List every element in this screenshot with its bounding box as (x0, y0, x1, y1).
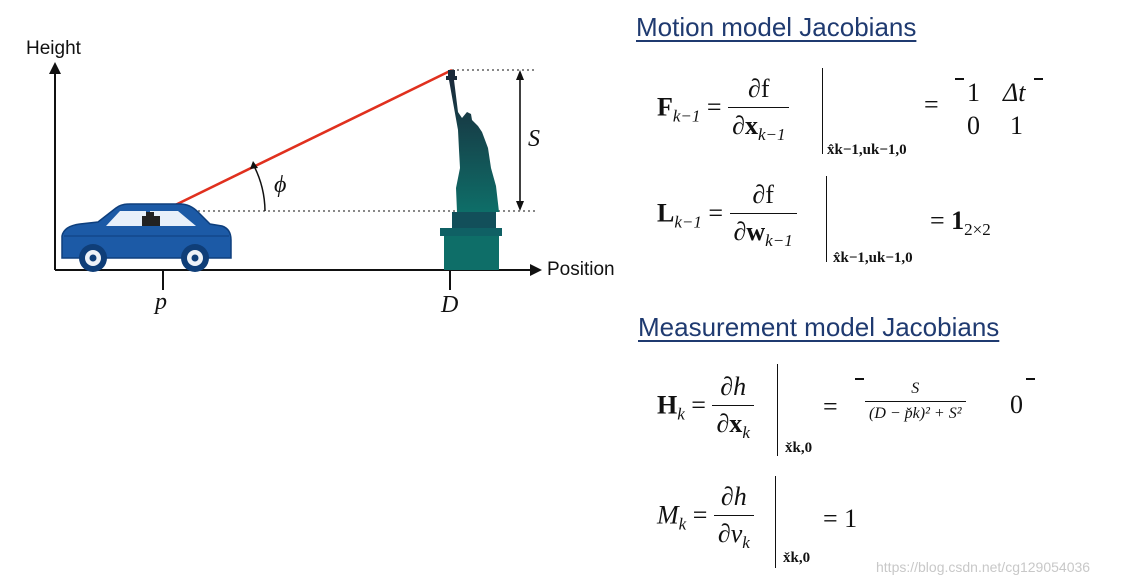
f-numerator: ∂f (748, 74, 770, 103)
h-entry-numerator: S (911, 380, 920, 397)
m-numerator: ∂h (720, 482, 747, 511)
f-lhs-subscript: k−1 (672, 106, 701, 126)
m-denominator: ∂v (717, 519, 743, 548)
h-entry-fraction: S (D − p̌k)² + S² (865, 380, 966, 423)
y-axis-label: Height (26, 38, 81, 59)
h-lhs: H (657, 390, 678, 420)
l-denominator-subscript: k−1 (765, 231, 793, 250)
height-arrow (516, 70, 524, 211)
y-axis (49, 62, 61, 270)
f-matrix-21: 0 (967, 111, 980, 140)
h-denominator: ∂x (716, 409, 743, 438)
l-numerator: ∂f (752, 180, 774, 209)
h-row-vector: S (D − p̌k)² + S² 0 (855, 378, 1035, 434)
m-evaluation-point: x̌k,0 (783, 550, 811, 566)
h-denominator-subscript: k (742, 423, 750, 442)
f-equals-sign: = (924, 90, 939, 119)
f-matrix-12: Δt (1003, 78, 1026, 107)
f-matrix: 1 Δt 0 1 (955, 78, 1043, 144)
m-lhs: M (657, 500, 679, 530)
line-of-sight (162, 68, 453, 213)
height-position-diagram (49, 62, 542, 290)
f-evaluation-bar (822, 68, 823, 154)
car-position-label: p (155, 289, 167, 315)
f-lhs: F (657, 92, 673, 122)
height-label: S (528, 126, 540, 152)
f-derivative-fraction: ∂f ∂xk−1 (728, 74, 790, 145)
l-identity-size: 2×2 (964, 220, 991, 239)
l-lhs: L (657, 198, 675, 228)
h-jacobian-equation: Hk = ∂h ∂xk (657, 372, 754, 443)
l-evaluation-point: x̂k−1,uk−1,0 (833, 250, 913, 266)
statue-of-liberty-icon (440, 70, 502, 270)
h-evaluation-point: x̌k,0 (785, 440, 813, 456)
m-result: = 1 (823, 504, 858, 533)
m-result-value: 1 (844, 504, 858, 533)
f-matrix-22: 1 (1010, 111, 1023, 140)
f-matrix-11: 1 (967, 78, 980, 107)
h-equals-sign: = (823, 392, 838, 421)
m-evaluation-bar (775, 476, 776, 568)
h-numerator: ∂h (720, 372, 747, 401)
h-derivative-fraction: ∂h ∂xk (712, 372, 754, 443)
l-jacobian-equation: Lk−1 = ∂f ∂wk−1 (657, 180, 797, 251)
h-entry-zero: 0 (1010, 390, 1023, 419)
l-lhs-subscript: k−1 (674, 212, 702, 232)
h-entry-denominator: (D − p̌k)² + S² (865, 401, 966, 423)
m-lhs-subscript: k (678, 514, 687, 534)
m-derivative-fraction: ∂h ∂vk (713, 482, 754, 553)
m-jacobian-equation: Mk = ∂h ∂vk (657, 482, 754, 553)
motion-model-title: Motion model Jacobians (636, 12, 917, 42)
car-icon (61, 203, 232, 272)
l-derivative-fraction: ∂f ∂wk−1 (729, 180, 797, 251)
statue-position-label: D (441, 292, 459, 318)
measurement-model-title: Measurement model Jacobians (638, 312, 1000, 342)
l-identity: 1 (951, 206, 965, 235)
angle-arc (250, 161, 266, 212)
f-denominator-subscript: k−1 (757, 125, 786, 144)
f-denominator: ∂x (732, 111, 758, 140)
watermark: https://blog.csdn.net/cg129054036 (876, 559, 1091, 575)
l-denominator: ∂w (733, 217, 766, 246)
l-result: = 12×2 (930, 206, 991, 239)
h-lhs-subscript: k (677, 404, 685, 424)
l-evaluation-bar (826, 176, 827, 262)
angle-label: ϕ (274, 172, 287, 198)
h-evaluation-bar (777, 364, 778, 456)
f-evaluation-point: x̂k−1,uk−1,0 (827, 142, 907, 158)
x-axis-label: Position (547, 259, 615, 280)
m-denominator-subscript: k (742, 533, 750, 552)
f-jacobian-equation: Fk−1 = ∂f ∂xk−1 (657, 74, 790, 145)
